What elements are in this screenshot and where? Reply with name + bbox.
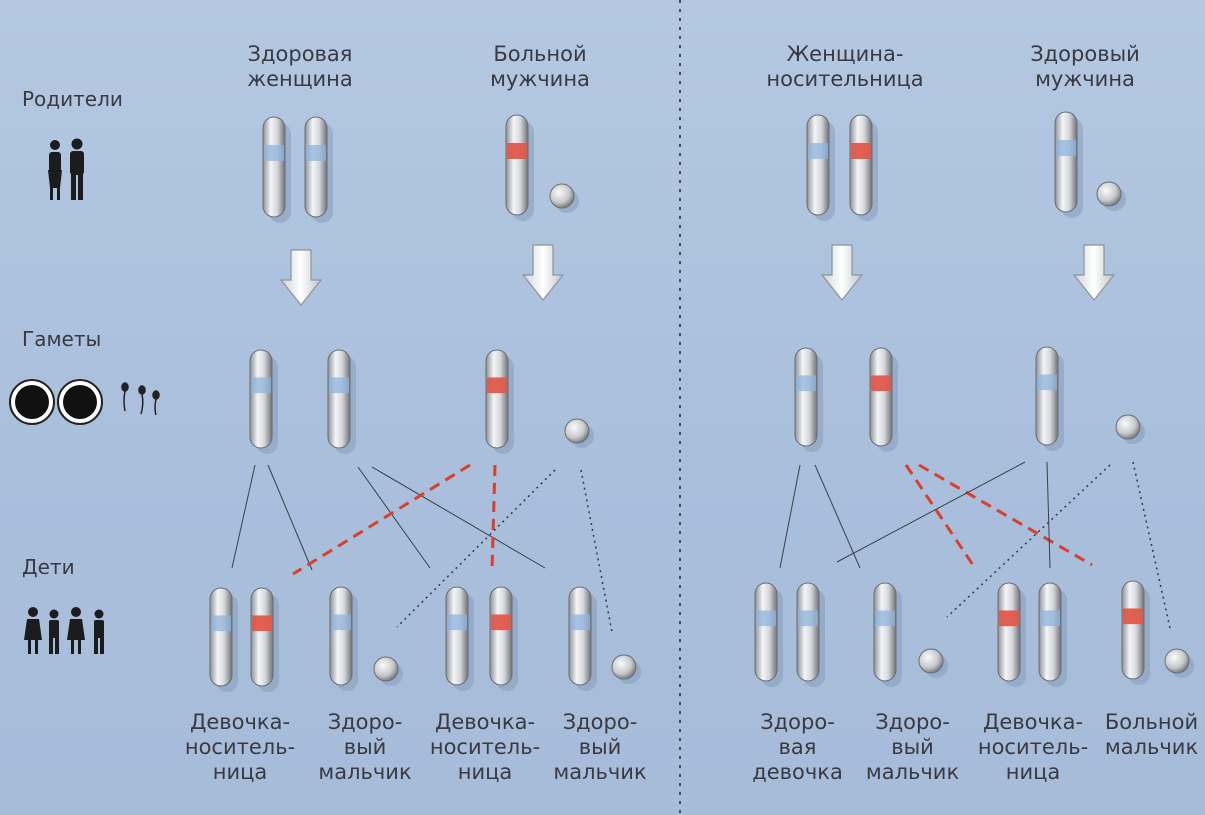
x-chromosome-mutant [505,114,534,221]
y-chromosome [1164,648,1194,678]
row-label-parents: Родители [22,87,123,111]
x-chromosome-mutant [997,582,1026,687]
inheritance-line [231,464,256,569]
x-chromosome [873,582,902,687]
x-chromosome [445,586,474,691]
x-chromosome [327,349,356,454]
down-arrow-icon [279,249,323,306]
y-chromosome [564,418,594,448]
x-chromosome [329,586,358,691]
x-chromosome [1035,346,1064,451]
left-mother-label: Здоровая женщина [247,42,353,91]
x-chromosome [249,349,278,454]
x-chromosome-mutant [1121,580,1150,685]
left-father-label: Больной мужчина [490,42,590,91]
row-label-children: Дети [22,555,75,579]
left-child-3-label: Девочка- носитель- ница [429,710,541,784]
inheritance-line [292,463,471,576]
down-arrow-icon [820,244,864,301]
egg-cell-icon [9,379,103,425]
y-chromosome [1115,414,1145,444]
x-chromosome [304,116,333,223]
left-child-2-label: Здоро- вый мальчик [318,710,412,784]
down-arrow-icon [521,244,565,301]
x-chromosome-mutant [485,349,514,454]
inheritance-line [946,464,1111,618]
right-father-label: Здоровый мужчина [1030,42,1140,91]
right-child-3-label: Девочка- носитель- ница [977,710,1089,784]
inheritance-line [267,464,313,571]
inheritance-line [490,464,497,573]
x-chromosome [794,347,823,452]
inheritance-line [836,461,1026,563]
down-arrow-icon [1072,244,1116,301]
right-child-1-label: Здоро- вая девочка [752,710,843,784]
x-chromosome [806,114,835,221]
y-chromosome [373,656,403,686]
inheritance-line [371,466,546,569]
y-chromosome [611,654,641,684]
y-chromosome [918,648,948,678]
x-chromosome [796,582,825,687]
x-chromosome [209,587,238,692]
left-child-1-label: Девочка- носитель- ница [184,710,296,784]
x-chromosome [1038,582,1067,687]
inheritance-line [1132,461,1171,629]
inheritance-line [357,466,431,569]
x-chromosome-mutant [250,587,279,692]
inheritance-line [396,469,556,628]
sperm-cell-icon [121,382,160,416]
row-label-gametes: Гаметы [22,327,102,351]
children-group-icon [24,607,104,654]
right-child-2-label: Здоро- вый мальчик [865,710,960,784]
inheritance-line [779,464,801,569]
x-chromosome [1054,111,1083,218]
inheritance-line [1046,461,1051,569]
inheritance-line [904,464,977,569]
inheritance-line [814,464,861,569]
y-chromosome [1096,181,1126,211]
x-chromosome-mutant [849,114,878,221]
right-child-4-label: Больной мальчик [1104,710,1199,759]
x-chromosome [262,116,291,223]
parents-couple-icon [48,138,84,200]
right-mother-label: Женщина- носительница [766,42,924,91]
x-chromosome-mutant [869,347,898,452]
y-chromosome [549,183,579,213]
inheritance-line [918,463,1093,567]
left-child-4-label: Здоро- вый мальчик [553,710,647,784]
x-chromosome-mutant [489,586,518,691]
x-chromosome [568,586,597,691]
x-chromosome [754,582,783,687]
